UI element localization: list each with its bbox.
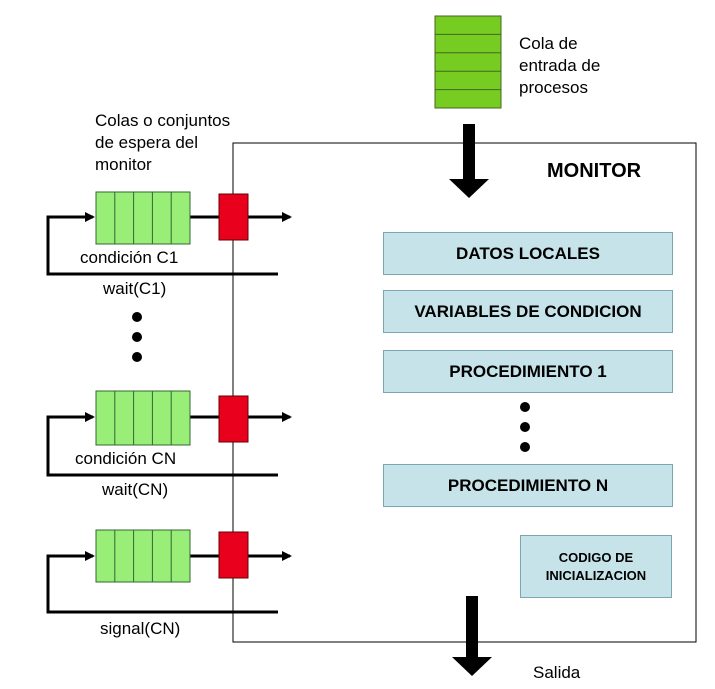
queue-c1-operation-label: wait(C1) [103,279,167,298]
queue-cn-condition-label: condición CN [75,449,177,468]
queue-c1-condition-label: condición C1 [80,248,179,267]
section-procedimiento-n: PROCEDIMIENTO N [383,464,673,507]
wait-queue-c1 [46,191,292,276]
exit-label: Salida [533,663,581,682]
ellipsis-dots-monitor [520,402,530,452]
gate-c1 [218,193,249,241]
exit-arrow [452,596,492,676]
entry-queue [434,15,502,109]
signal-queue-cn [46,529,292,614]
entry-queue-label: Cola de entrada de procesos [519,34,601,97]
gate-signal [218,531,249,579]
section-procedimiento-1: PROCEDIMIENTO 1 [383,350,673,393]
monitor-title: MONITOR [547,160,642,182]
section-variables-condicion: VARIABLES DE CONDICION [383,290,673,333]
ellipsis-dots-left [132,312,142,362]
wait-queues-label: Colas o conjuntos de espera del monitor [95,111,231,174]
section-codigo-inicializacion: CODIGO DE INICIALIZACION [520,535,672,598]
queue-cn-operation-label: wait(CN) [102,480,169,499]
entry-arrow [449,124,489,198]
signal-operation-label: signal(CN) [100,619,181,638]
section-datos-locales: DATOS LOCALES [383,232,673,275]
wait-queue-cn [46,390,292,477]
gate-cn [218,395,249,443]
